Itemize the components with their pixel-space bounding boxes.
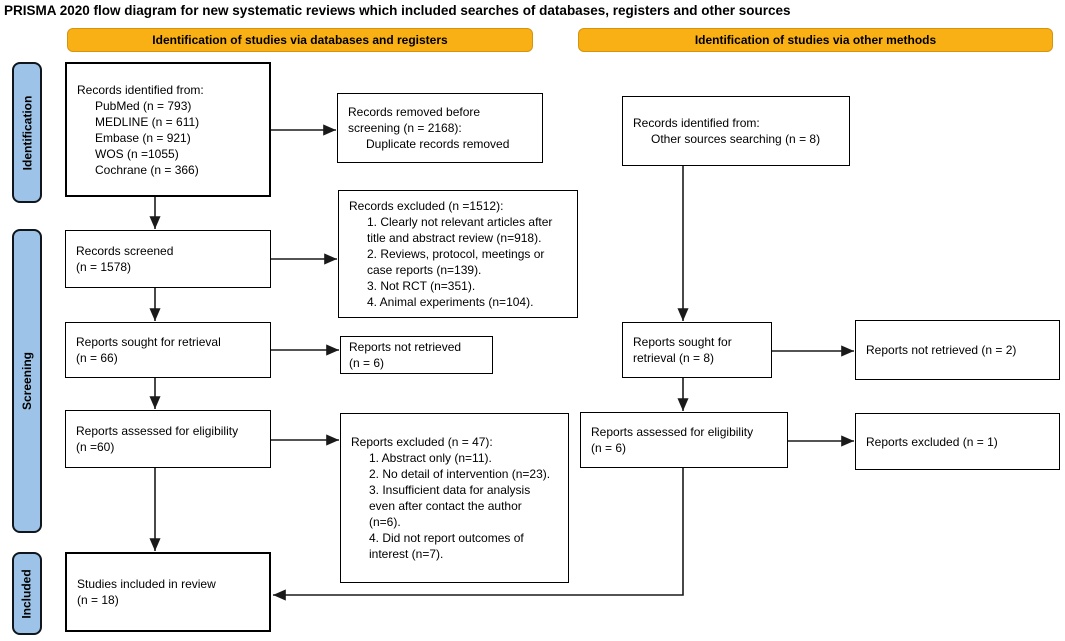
box-item: 4. Did not report outcomes of interest (… <box>369 531 524 561</box>
box-title: Records excluded (n =1512): <box>349 199 504 213</box>
box-reports-sought-other: Reports sought for retrieval (n = 8) <box>622 322 772 378</box>
box-item: Duplicate records removed <box>366 137 510 151</box>
box-records-screened: Records screened (n = 1578) <box>65 230 271 288</box>
box-item: 2. No detail of intervention (n=23). <box>369 467 551 481</box>
box-item: 3. Insufficient data for analysis even a… <box>369 483 531 529</box>
box-line: (n = 66) <box>76 351 118 365</box>
box-item: 4. Animal experiments (n=104). <box>367 295 534 309</box>
box-item: 1. Clearly not relevant articles after t… <box>367 215 553 245</box>
box-line: Reports assessed for eligibility <box>591 425 754 439</box>
box-line: (n = 18) <box>77 593 119 607</box>
box-title: Records identified from: <box>77 82 204 97</box>
box-records-excluded: Records excluded (n =1512): 1. Clearly n… <box>338 190 578 318</box>
box-item: WOS (n =1055) <box>95 146 179 161</box>
sidebar-identification-label: Identification <box>20 95 35 170</box>
header-other-methods: Identification of studies via other meth… <box>578 28 1053 52</box>
box-reports-excluded-other: Reports excluded (n = 1) <box>855 413 1060 470</box>
box-line: Reports sought for <box>633 335 732 349</box>
box-title: Records removed before screening (n = 21… <box>348 105 481 135</box>
box-line: Studies included in review <box>77 577 216 591</box>
header-databases-registers: Identification of studies via databases … <box>67 28 533 52</box>
box-item: 2. Reviews, protocol, meetings or case r… <box>367 247 545 277</box>
diagram-title: PRISMA 2020 flow diagram for new systema… <box>4 3 791 18</box>
box-reports-not-retrieved-other: Reports not retrieved (n = 2) <box>855 320 1060 380</box>
box-records-removed: Records removed before screening (n = 21… <box>337 93 543 163</box>
box-line: Reports excluded (n = 1) <box>866 434 998 449</box>
box-item: 1. Abstract only (n=11). <box>369 451 492 465</box>
box-line: (n = 6) <box>349 356 385 370</box>
box-title: Reports excluded (n = 47): <box>351 435 493 449</box>
sidebar-identification: Identification <box>12 62 42 203</box>
box-line: Reports not retrieved <box>349 340 462 354</box>
box-reports-excluded-databases: Reports excluded (n = 47): 1. Abstract o… <box>340 413 569 583</box>
box-reports-assessed-other: Reports assessed for eligibility (n = 6) <box>580 412 788 468</box>
box-title: Records identified from: <box>633 116 760 130</box>
box-reports-not-retrieved-databases: Reports not retrieved (n = 6) <box>340 336 493 374</box>
box-item: MEDLINE (n = 611) <box>95 114 200 129</box>
box-item: PubMed (n = 793) <box>95 98 192 113</box>
box-line: retrieval (n = 8) <box>633 351 715 365</box>
box-line: (n = 1578) <box>76 260 132 274</box>
box-records-identified-databases: Records identified from: PubMed (n = 793… <box>65 62 271 197</box>
sidebar-included: Included <box>12 552 42 635</box>
box-reports-assessed-databases: Reports assessed for eligibility (n =60) <box>65 410 271 468</box>
box-item: 3. Not RCT (n=351). <box>367 279 476 293</box>
box-studies-included: Studies included in review (n = 18) <box>65 552 271 632</box>
box-line: Reports not retrieved (n = 2) <box>866 343 1017 357</box>
box-line: (n = 6) <box>591 441 627 455</box>
box-records-identified-other: Records identified from: Other sources s… <box>622 96 850 166</box>
box-item: Embase (n = 921) <box>95 130 191 145</box>
box-item: Other sources searching (n = 8) <box>651 132 821 146</box>
box-line: Reports assessed for eligibility <box>76 424 239 438</box>
box-line: Reports sought for retrieval <box>76 335 221 349</box>
sidebar-screening-label: Screening <box>20 351 34 411</box>
box-line: Records screened <box>76 244 174 258</box>
box-reports-sought-databases: Reports sought for retrieval (n = 66) <box>65 322 271 378</box>
sidebar-screening: Screening <box>12 229 42 533</box>
box-line: (n =60) <box>76 440 115 454</box>
box-item: Cochrane (n = 366) <box>95 162 199 177</box>
sidebar-included-label: Included <box>20 568 34 619</box>
